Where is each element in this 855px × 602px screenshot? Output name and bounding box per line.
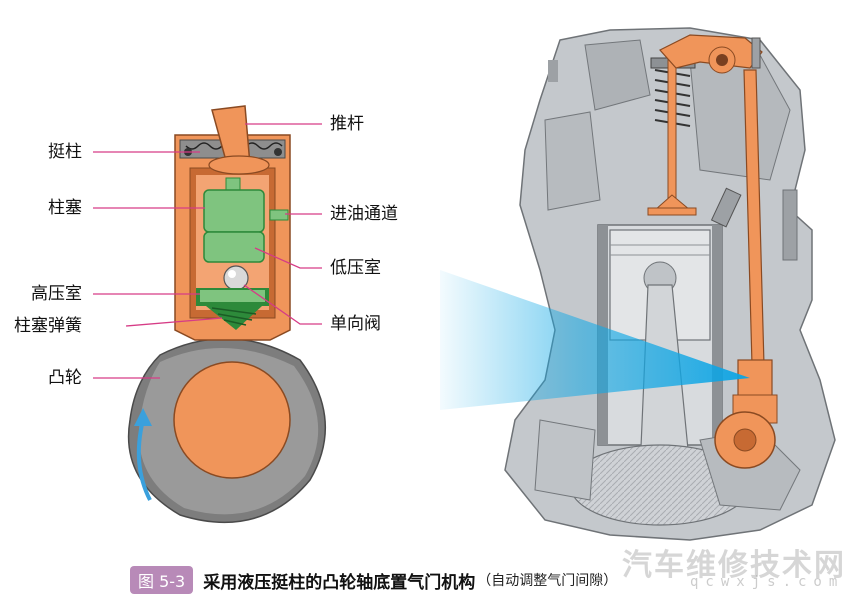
- label-tappet: 挺柱: [48, 142, 82, 162]
- engine-cam: [714, 411, 776, 469]
- watermark-url: qcwxjs.com: [690, 574, 845, 590]
- oil-inlet: [269, 209, 289, 221]
- label-oil-inlet-passage: 进油通道: [330, 204, 398, 224]
- rocker-arm: [659, 34, 763, 74]
- engine-cutaway: [504, 27, 836, 541]
- check-valve-ball: [223, 265, 249, 291]
- figure-title: 采用液压挺柱的凸轮轴底置气门机构: [203, 572, 476, 593]
- tappet-diagram: [127, 105, 327, 524]
- watermark-text: 汽车维修技术网: [622, 548, 846, 583]
- figure-number-badge: 图 5-3: [130, 566, 194, 594]
- label-push-rod: 推杆: [330, 114, 364, 134]
- valve: [647, 54, 697, 216]
- label-low-pressure-chamber: 低压室: [330, 258, 381, 278]
- zoom-beam: [440, 270, 750, 410]
- label-high-pressure-chamber: 高压室: [31, 284, 82, 304]
- label-cam: 凸轮: [48, 368, 82, 388]
- label-check-valve: 单向阀: [330, 314, 381, 334]
- plunger: [203, 177, 265, 263]
- plunger-spring: [206, 306, 262, 330]
- figure-caption: 图 5-3 采用液压挺柱的凸轮轴底置气门机构 （自动调整气门间隙）: [130, 566, 617, 594]
- leader-lines: [93, 123, 322, 379]
- rotation-arrow: [134, 408, 152, 501]
- figure-subtitle: （自动调整气门间隙）: [477, 573, 618, 589]
- label-plunger: 柱塞: [48, 198, 82, 218]
- cam: [127, 337, 327, 524]
- label-plunger-spring: 柱塞弹簧: [14, 316, 82, 336]
